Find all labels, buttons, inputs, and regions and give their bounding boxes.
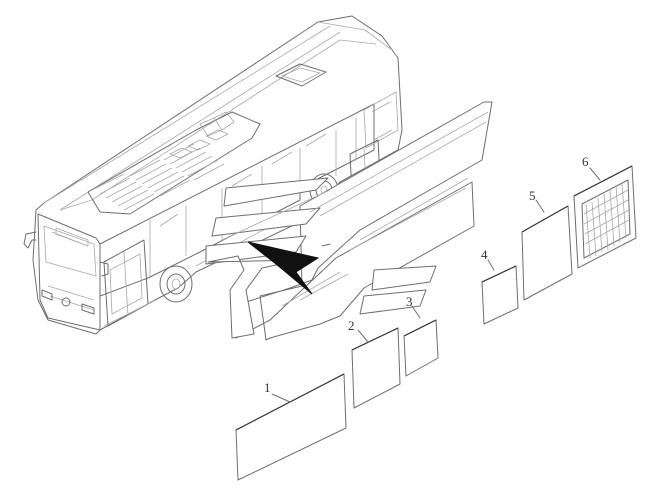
part-2-panel — [351, 327, 401, 409]
bus-roof — [59, 39, 377, 211]
part-5-panel — [521, 205, 573, 301]
direction-arrow-graphic — [247, 241, 320, 295]
part-4-panel — [481, 265, 519, 325]
side-window-band — [99, 103, 375, 297]
roof-ac-unit — [87, 111, 261, 215]
callout-leader-4 — [487, 259, 495, 271]
headlight-right — [81, 303, 95, 315]
callouts: 1 2 3 4 5 6 — [264, 154, 601, 403]
bus-front — [37, 213, 101, 331]
mirror-left — [23, 231, 37, 249]
bus-logo — [61, 297, 71, 307]
roof-hatch — [275, 63, 327, 87]
callout-leader-2 — [357, 329, 369, 343]
callout-label-6: 6 — [582, 154, 589, 169]
livery-strip-2 — [211, 207, 321, 237]
livery-panel-b — [359, 289, 427, 315]
callout-leader-3 — [411, 305, 421, 319]
front-wheel — [159, 265, 193, 303]
part-3-panel — [403, 319, 439, 377]
callout-leader-6 — [589, 167, 601, 181]
callout-label-4: 4 — [481, 247, 488, 262]
livery-panel-a — [371, 265, 437, 291]
part-6-panel — [573, 165, 637, 269]
livery-strip-1 — [223, 177, 329, 207]
livery-graphic — [205, 101, 493, 341]
part-1-panel — [235, 373, 347, 481]
livery-stripe-large — [235, 101, 493, 341]
callout-label-5: 5 — [529, 188, 536, 203]
callout-label-1: 1 — [264, 380, 271, 395]
callout-leader-5 — [535, 199, 545, 213]
callout-leader-1 — [271, 393, 291, 403]
callout-label-3: 3 — [406, 294, 413, 309]
exploded-panels — [235, 165, 637, 481]
mirror-right — [99, 261, 109, 277]
headlight-left — [41, 289, 53, 301]
callout-label-2: 2 — [348, 318, 355, 333]
